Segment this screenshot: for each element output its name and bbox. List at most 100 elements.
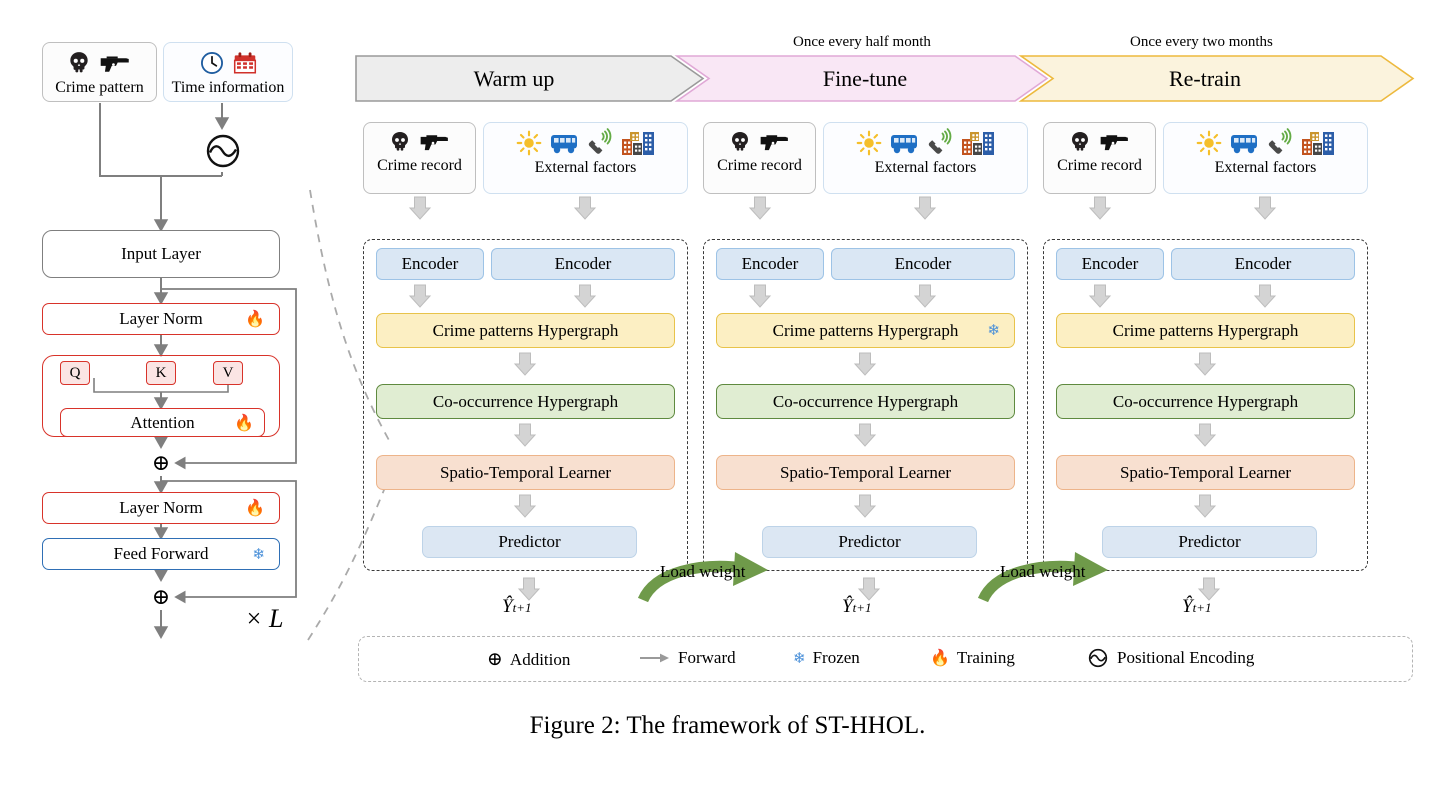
block-layer-norm-2[interactable]: Layer Norm 🔥 xyxy=(42,492,280,524)
pipeline-0-stage-co-occurrence-hypergraph[interactable]: Co-occurrence Hypergraph xyxy=(376,384,675,419)
pipeline-input-label: Crime record xyxy=(717,157,802,174)
stage-label: Crime patterns Hypergraph xyxy=(772,320,959,340)
crime-record-icons xyxy=(1068,130,1132,154)
pipeline-2-stage-crime-patterns-hypergraph[interactable]: Crime patterns Hypergraph xyxy=(1056,313,1355,348)
pipeline-2-stage-encoder-1[interactable]: Encoder xyxy=(1056,248,1164,280)
pipeline-0-input-crime-record[interactable]: Crime record xyxy=(363,122,476,194)
stage-label: Encoder xyxy=(1081,254,1139,273)
external-factors-icons xyxy=(856,128,995,156)
left-input-time-information[interactable]: Time information xyxy=(163,42,293,102)
pipeline-1-stage-encoder-1[interactable]: Encoder xyxy=(716,248,824,280)
phase-banner-warm-up[interactable] xyxy=(355,55,705,102)
block-layer-norm-1[interactable]: Layer Norm 🔥 xyxy=(42,303,280,335)
legend-item-training: 🔥 Training xyxy=(930,648,1015,668)
stage-label: Predictor xyxy=(838,532,901,551)
load-weight-label-2: Load weight xyxy=(1000,562,1086,581)
stage-label: Spatio-Temporal Learner xyxy=(779,462,952,482)
pistol-icon xyxy=(100,56,129,72)
buildings-icon xyxy=(962,132,994,155)
snowflake-icon: ❄ xyxy=(793,650,806,667)
repeat-label: × L xyxy=(245,604,284,633)
skull-icon xyxy=(1071,132,1088,151)
pipeline-input-label: Crime record xyxy=(377,157,462,174)
stage-label: Predictor xyxy=(498,532,561,551)
snowflake-icon: ❄ xyxy=(252,546,265,563)
phase-banner-re-train[interactable] xyxy=(1018,55,1415,102)
qkv-v[interactable]: V xyxy=(213,361,243,385)
pipeline-0-stage-crime-patterns-hypergraph[interactable]: Crime patterns Hypergraph xyxy=(376,313,675,348)
pipeline-2-input-crime-record[interactable]: Crime record xyxy=(1043,122,1156,194)
phase-banner-group xyxy=(355,55,1415,102)
pistol-icon xyxy=(420,135,448,151)
addition-icon: ⊕ xyxy=(151,584,171,609)
phase-title-warm-up: Warm up xyxy=(473,66,555,91)
block-input-layer[interactable]: Input Layer xyxy=(42,230,280,278)
stage-label: Co-occurrence Hypergraph xyxy=(772,391,959,411)
pipeline-0-stage-spatio-temporal-learner[interactable]: Spatio-Temporal Learner xyxy=(376,455,675,490)
legend-item-frozen: ❄ Frozen xyxy=(793,648,860,668)
phase-banner-fine-tune[interactable] xyxy=(674,55,1049,102)
block-feed-forward[interactable]: Feed Forward ❄ xyxy=(42,538,280,570)
block-label: Layer Norm xyxy=(119,309,203,328)
pipeline-2-stage-predictor[interactable]: Predictor xyxy=(1102,526,1317,558)
pipeline-2-output: Ŷt+1 xyxy=(1182,596,1212,617)
addition-icon: ⊕ xyxy=(151,450,171,475)
flame-icon: 🔥 xyxy=(245,500,265,517)
pipeline-input-label: External factors xyxy=(1214,159,1317,176)
external-factors-icons xyxy=(516,128,655,156)
pipeline-1-input-external-factors[interactable]: External factors xyxy=(823,122,1028,194)
left-input-label: Crime pattern xyxy=(55,79,144,96)
block-attention[interactable]: Attention 🔥 xyxy=(60,408,265,437)
pipeline-0-stage-predictor[interactable]: Predictor xyxy=(422,526,637,558)
pipeline-0-container xyxy=(363,239,688,571)
block-label: Feed Forward xyxy=(113,544,209,563)
block-label: Layer Norm xyxy=(119,498,203,517)
block-label: Input Layer xyxy=(121,244,201,263)
pipeline-2-stage-encoder-2[interactable]: Encoder xyxy=(1171,248,1355,280)
zoom-connector-lines xyxy=(307,189,391,641)
qkv-label: K xyxy=(155,364,167,381)
pistol-icon xyxy=(760,135,788,151)
bus-icon xyxy=(551,135,577,154)
pipeline-2-container xyxy=(1043,239,1368,571)
stage-label: Spatio-Temporal Learner xyxy=(1119,462,1292,482)
pipeline-0-output: Ŷt+1 xyxy=(502,596,532,617)
legend-container xyxy=(358,636,1413,682)
forward-arrow-icon xyxy=(640,652,670,664)
pipeline-0-stage-encoder-1[interactable]: Encoder xyxy=(376,248,484,280)
addition-icon: ⊕ xyxy=(487,649,503,670)
phase-title-re-train: Re-train xyxy=(1168,66,1242,91)
pipeline-2-stage-spatio-temporal-learner[interactable]: Spatio-Temporal Learner xyxy=(1056,455,1355,490)
pipeline-1-stage-spatio-temporal-learner[interactable]: Spatio-Temporal Learner xyxy=(716,455,1015,490)
buildings-icon xyxy=(622,132,654,155)
pipeline-2-stage-co-occurrence-hypergraph[interactable]: Co-occurrence Hypergraph xyxy=(1056,384,1355,419)
pipeline-2-input-external-factors[interactable]: External factors xyxy=(1163,122,1368,194)
pipeline-input-label: External factors xyxy=(534,159,637,176)
left-panel-wiring xyxy=(93,103,297,639)
bus-icon xyxy=(1231,135,1257,154)
load-weight-label-1: Load weight xyxy=(660,562,746,581)
phone-icon xyxy=(588,128,612,154)
pipeline-0-input-external-factors[interactable]: External factors xyxy=(483,122,688,194)
legend-label: Addition xyxy=(509,649,571,669)
qkv-k[interactable]: K xyxy=(146,361,176,385)
pipeline-0-stage-encoder-2[interactable]: Encoder xyxy=(491,248,675,280)
block-label: Attention xyxy=(130,412,195,432)
skull-icon xyxy=(731,132,748,151)
phase-title-fine-tune: Fine-tune xyxy=(822,66,908,91)
legend-item-addition: ⊕ Addition xyxy=(487,648,570,671)
pipeline-1-stage-co-occurrence-hypergraph[interactable]: Co-occurrence Hypergraph xyxy=(716,384,1015,419)
skull-icon xyxy=(70,52,88,73)
sun-icon xyxy=(856,130,882,156)
stage-label: Crime patterns Hypergraph xyxy=(1112,320,1299,340)
pipeline-1-input-crime-record[interactable]: Crime record xyxy=(703,122,816,194)
left-input-crime-pattern[interactable]: Crime pattern xyxy=(42,42,157,102)
pipeline-1-stage-predictor[interactable]: Predictor xyxy=(762,526,977,558)
qkv-q[interactable]: Q xyxy=(60,361,90,385)
crime-record-icons xyxy=(728,130,792,154)
sun-icon xyxy=(516,130,542,156)
pipeline-1-stage-encoder-2[interactable]: Encoder xyxy=(831,248,1015,280)
pipeline-1-stage-crime-patterns-hypergraph[interactable]: Crime patterns Hypergraph ❄ xyxy=(716,313,1015,348)
external-factors-icons xyxy=(1196,128,1335,156)
